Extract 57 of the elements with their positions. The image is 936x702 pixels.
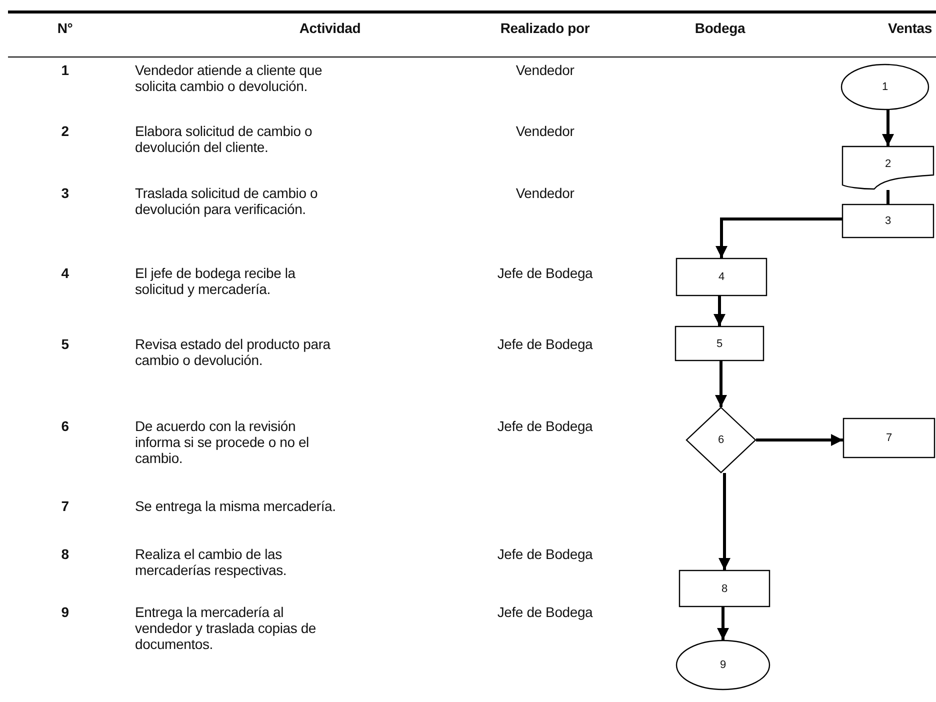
node-number: 5: [715, 338, 724, 350]
node-number: 6: [716, 434, 726, 446]
arrow: [718, 473, 730, 570]
performer-name: Vendedor: [514, 185, 576, 201]
column-header: Ventas: [887, 20, 933, 36]
performer-name: Jefe de Bodega: [496, 546, 594, 562]
decision-diamond: [686, 407, 756, 473]
performer-name: Jefe de Bodega: [496, 336, 594, 352]
node-number: 1: [880, 81, 890, 93]
activity-description: Revisa estado del producto para cambio o devolución.: [135, 336, 332, 368]
step-number: 8: [60, 546, 70, 562]
node-number: 4: [717, 271, 726, 283]
column-header: Actividad: [298, 20, 362, 36]
performer-name: Jefe de Bodega: [496, 418, 594, 434]
arrow: [717, 607, 729, 640]
step-number: 2: [60, 123, 70, 139]
node-number: 7: [884, 432, 894, 444]
step-number: 5: [60, 336, 70, 352]
process-box: [843, 418, 935, 458]
process-box: [675, 326, 764, 361]
terminal-ellipse: [841, 64, 929, 110]
performer-name: Jefe de Bodega: [496, 604, 594, 620]
terminal-ellipse: [676, 640, 770, 690]
connector-line: [886, 190, 890, 204]
arrow: [756, 434, 843, 446]
step-number: 4: [60, 265, 70, 281]
arrow: [882, 110, 894, 146]
document-shape: [842, 146, 934, 190]
performer-name: Vendedor: [514, 123, 576, 139]
performer-name: Jefe de Bodega: [496, 265, 594, 281]
step-number: 6: [60, 418, 70, 434]
arrow: [716, 218, 842, 258]
arrow: [714, 296, 726, 326]
activity-description: De acuerdo con la revisión informa si se procede o no el cambio.: [135, 418, 310, 466]
step-number: 1: [60, 62, 70, 78]
arrow: [715, 361, 727, 407]
activity-description: Traslada solicitud de cambio o devolución para verificación.: [135, 185, 319, 217]
column-header: N°: [56, 20, 74, 36]
column-header: Realizado por: [499, 20, 591, 36]
process-box: [676, 258, 767, 296]
activity-description: Elabora solicitud de cambio o devolución del cliente.: [135, 123, 314, 155]
step-number: 9: [60, 604, 70, 620]
node-number: 2: [884, 158, 892, 170]
node-number: 9: [718, 659, 728, 671]
activity-description: Vendedor atiende a cliente que solicita cambio o devolución.: [135, 62, 324, 94]
performer-name: Vendedor: [514, 62, 576, 78]
activity-description: El jefe de bodega recibe la solicitud y mercadería.: [135, 265, 296, 297]
column-header: Bodega: [694, 20, 746, 36]
activity-description: Realiza el cambio de las mercaderías respectivas.: [135, 546, 288, 578]
process-box: [842, 204, 934, 238]
activity-description: Entrega la mercadería al vendedor y traslada copias de documentos.: [135, 604, 317, 652]
node-number: 8: [720, 582, 729, 594]
step-number: 3: [60, 185, 70, 201]
activity-description: Se entrega la misma mercadería.: [135, 498, 337, 514]
node-number: 3: [884, 215, 892, 227]
step-number: 7: [60, 498, 70, 514]
process-box: [679, 570, 770, 607]
